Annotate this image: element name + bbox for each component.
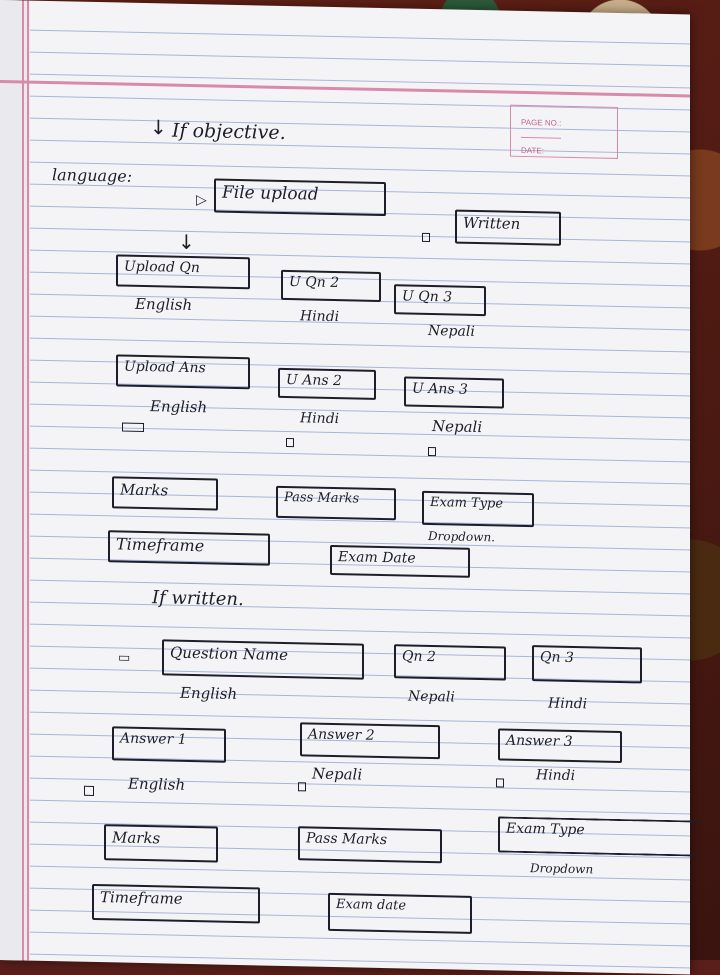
language-nepali: Nepali: [408, 688, 455, 706]
answer-checkbox[interactable]: [122, 422, 144, 433]
notebook-page: PAGE NO.: DATE: ↓ If objective. language…: [0, 0, 698, 975]
page-edge: [0, 0, 30, 961]
language-nepali: Nepali: [432, 417, 483, 437]
upload-question-1[interactable]: Upload Qn: [116, 254, 250, 290]
written-answer-2[interactable]: Answer 2: [300, 722, 440, 760]
margin-line: [22, 0, 24, 961]
option-checkbox[interactable]: [422, 232, 430, 243]
marks-field[interactable]: Marks: [112, 476, 218, 511]
down-arrow-icon: ↓: [178, 229, 195, 255]
written-question-3[interactable]: Qn 3: [532, 645, 642, 684]
scribble-mark: ▭: [118, 650, 131, 666]
pass-marks-field[interactable]: Pass Marks: [276, 485, 396, 521]
answer-checkbox[interactable]: [286, 437, 294, 448]
date-label: DATE:: [521, 145, 544, 156]
page-number-box: PAGE NO.: DATE:: [510, 104, 618, 159]
language-hindi: Hindi: [300, 410, 340, 428]
written-answer-3[interactable]: Answer 3: [498, 728, 622, 764]
exam-type-dropdown[interactable]: Exam Type: [422, 490, 534, 528]
marks-field[interactable]: Marks: [104, 824, 218, 863]
option-marker: ▷: [196, 192, 207, 209]
header-rule: [0, 80, 690, 98]
language-english: English: [128, 774, 186, 794]
upload-question-3[interactable]: U Qn 3: [394, 284, 486, 317]
margin-line: [27, 0, 29, 961]
language-nepali: Nepali: [428, 322, 475, 340]
language-hindi: Hindi: [548, 695, 588, 713]
written-answer-1[interactable]: Answer 1: [112, 726, 226, 763]
language-english: English: [135, 294, 193, 315]
language-english: English: [180, 683, 238, 703]
file-upload-option[interactable]: File upload: [214, 178, 386, 217]
dropdown-note: Dropdown: [530, 861, 594, 877]
written-question-2[interactable]: Qn 2: [394, 644, 506, 681]
upload-answer-3[interactable]: U Ans 3: [404, 376, 504, 409]
dropdown-note: Dropdown.: [428, 528, 495, 545]
language-english: English: [150, 397, 208, 417]
language-label: language:: [52, 165, 133, 186]
language-hindi: Hindi: [536, 767, 576, 785]
upload-answer-1[interactable]: Upload Ans: [116, 354, 250, 390]
written-option[interactable]: Written: [455, 209, 561, 246]
language-hindi: Hindi: [300, 308, 340, 326]
exam-date-field[interactable]: Exam date: [328, 892, 472, 934]
upload-question-2[interactable]: U Qn 2: [281, 269, 381, 302]
heading-objective: If objective.: [172, 119, 286, 144]
timeframe-field[interactable]: Timeframe: [92, 883, 260, 924]
language-nepali: Nepali: [312, 764, 363, 784]
exam-type-dropdown[interactable]: Exam Type: [498, 816, 698, 857]
exam-date-field[interactable]: Exam Date: [330, 544, 470, 578]
answer-checkbox[interactable]: [496, 778, 504, 788]
answer-checkbox[interactable]: [84, 785, 94, 796]
heading-written: If written.: [152, 587, 244, 611]
pass-marks-field[interactable]: Pass Marks: [298, 826, 442, 864]
timeframe-field[interactable]: Timeframe: [108, 530, 270, 566]
answer-checkbox[interactable]: [298, 782, 306, 792]
down-arrow-icon: ↓: [150, 115, 167, 140]
upload-answer-2[interactable]: U Ans 2: [278, 367, 376, 400]
answer-checkbox[interactable]: [428, 446, 436, 457]
written-question-1[interactable]: Question Name: [162, 639, 364, 680]
page-no-label: PAGE NO.:: [521, 117, 562, 128]
